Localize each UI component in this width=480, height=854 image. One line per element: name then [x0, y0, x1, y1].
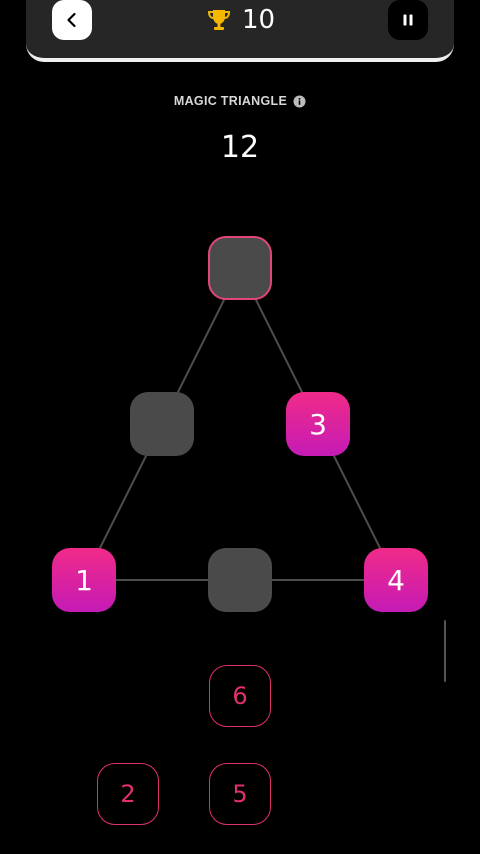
trophy-icon [207, 10, 231, 30]
number-tile[interactable]: 2 [97, 763, 159, 825]
slot-right-mid[interactable]: 3 [286, 392, 350, 456]
slot-bottom-right[interactable]: 4 [364, 548, 428, 612]
pause-button[interactable] [388, 0, 428, 40]
number-tile[interactable]: 6 [209, 665, 271, 727]
back-button[interactable] [52, 0, 92, 40]
puzzle-title-row: MAGIC TRIANGLE [0, 94, 480, 108]
scrollbar[interactable] [444, 620, 446, 682]
pause-icon [403, 14, 413, 26]
top-bar: 10 [26, 0, 454, 62]
target-sum: 12 [220, 130, 260, 165]
score-value: 10 [242, 5, 276, 35]
slot-top[interactable] [208, 236, 272, 300]
slot-left-mid[interactable] [130, 392, 194, 456]
slot-bottom-left[interactable]: 1 [52, 548, 116, 612]
info-icon[interactable] [293, 95, 306, 108]
chevron-left-icon [67, 12, 76, 28]
score-display: 10 [206, 2, 275, 38]
number-tile[interactable]: 5 [209, 763, 271, 825]
puzzle-title: MAGIC TRIANGLE [173, 94, 288, 108]
slot-bottom-mid[interactable] [208, 548, 272, 612]
